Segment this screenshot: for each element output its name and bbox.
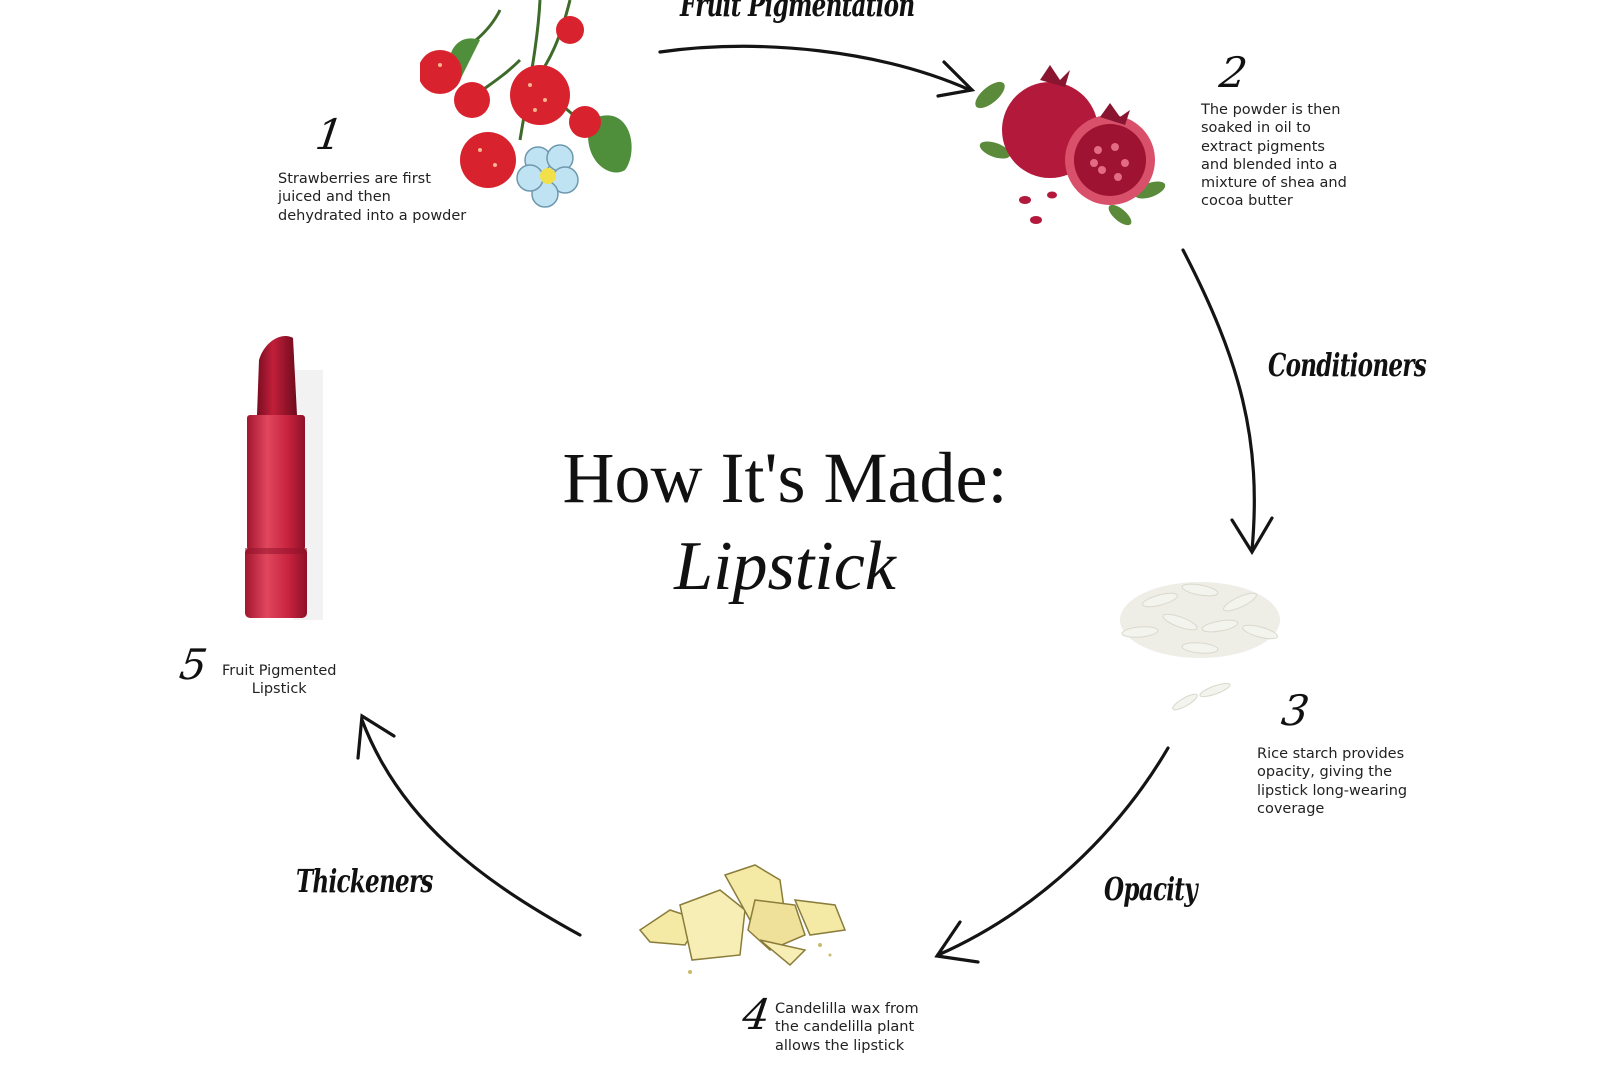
arrow-fruit-pigmentation [658,44,972,92]
step-4-text: Candelilla wax from the candelilla plant… [775,1001,919,1054]
page-subtitle: Lipstick [674,528,896,605]
wax-chunks-icon [638,864,847,974]
label-opacity: Opacity [1104,870,1198,908]
step-3-text: Rice starch provides opacity, giving the… [1257,746,1408,817]
arrowhead-3 [934,920,980,964]
page-title: How It's Made: [562,438,1008,518]
arrow-thickeners [360,718,582,937]
arrowhead-1 [936,60,976,98]
step-1-text: Strawberries are first juiced and then d… [278,171,467,224]
step-5-text: Fruit Pigmented Lipstick [222,663,337,698]
label-thickeners: Thickeners [296,862,433,900]
strawberry-plant-icon [420,0,632,208]
rice-grains-icon [1120,582,1280,711]
lipstick-icon [245,336,323,620]
label-conditioners: Conditioners [1268,346,1427,384]
pomegranate-icon [975,65,1166,226]
arrow-conditioners [1181,248,1256,552]
arrowhead-4 [356,713,396,760]
label-fruit-pigmentation: Fruit Pigmentation [680,0,915,24]
arrow-opacity [936,746,1170,957]
step-2-text: The powder is then soaked in oil to extr… [1201,102,1347,210]
arrowhead-2 [1230,516,1274,556]
